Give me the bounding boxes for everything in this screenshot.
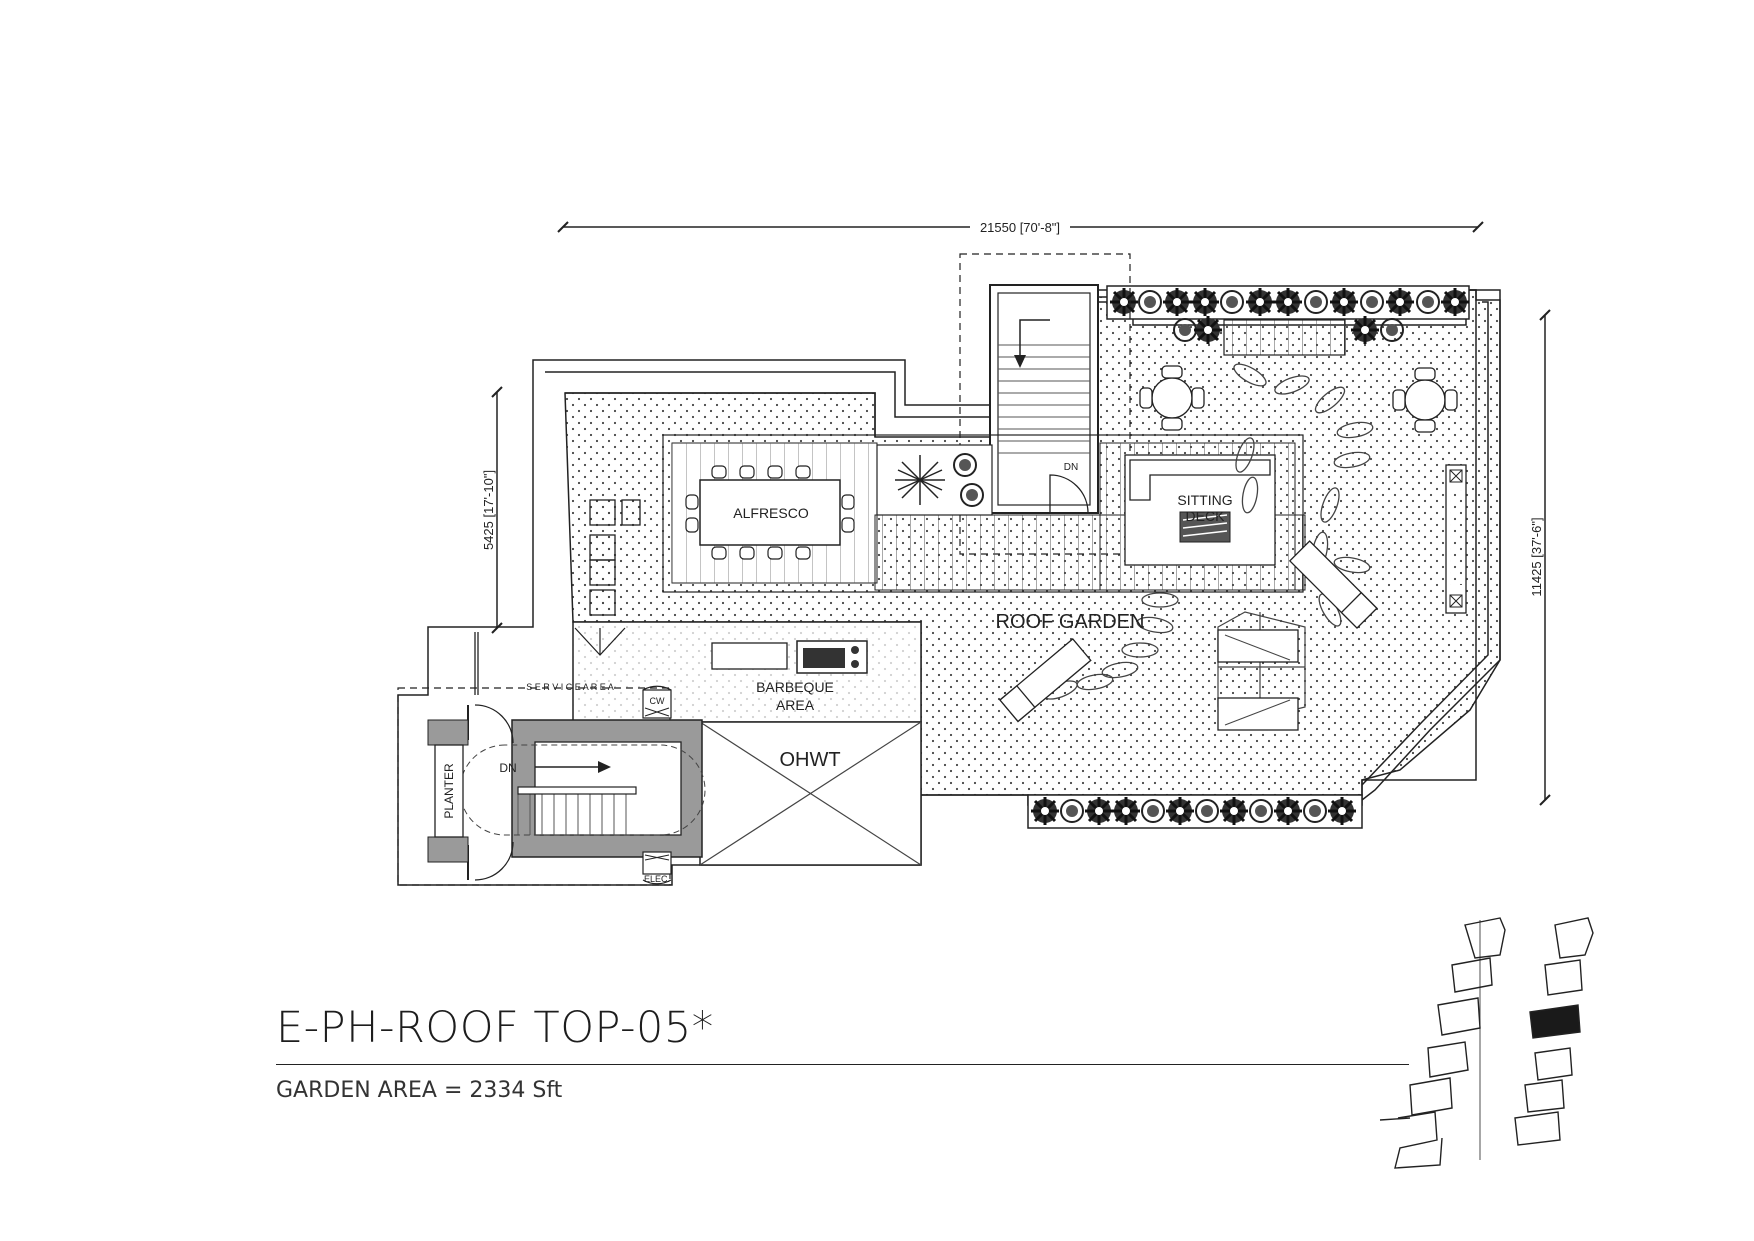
dimension-depth-left-label: 5425 [17'-10"] [481, 470, 496, 550]
center-planter [876, 444, 993, 516]
room-sitting-deck-line1: SITTING [1177, 492, 1232, 508]
room-cw: CW [650, 696, 665, 706]
dimension-depth-right [1539, 309, 1551, 806]
dimension-width [557, 218, 1484, 234]
garden-area-label: GARDEN AREA = 2334 Sft [276, 1078, 563, 1103]
room-sitting-deck-line2: DECK [1186, 508, 1226, 524]
service-area-doors [474, 632, 672, 885]
stair-dn-right: DN [1064, 462, 1078, 473]
left-planter-boxes [589, 499, 641, 616]
room-ohwt: OHWT [779, 749, 840, 771]
stair-dn-left: DN [499, 761, 516, 775]
title-rule [276, 1064, 1409, 1065]
right-angled-wall [1361, 289, 1501, 801]
round-table-right [1392, 367, 1458, 433]
loungers-center [1217, 611, 1306, 731]
barbeque-area [572, 621, 922, 723]
ohwt-tank [699, 721, 922, 866]
bottom-planter [1027, 794, 1363, 829]
room-barbeque-line1: BARBEQUE [756, 679, 834, 695]
lower-stair-core [397, 687, 706, 886]
lounger-right [1288, 540, 1378, 629]
dimension-depth-left [491, 386, 503, 634]
room-elec: ELEC. [644, 874, 670, 884]
plan-title: E-PH-ROOF TOP-05* [276, 1003, 714, 1053]
sitting-deck [1124, 454, 1276, 566]
lounger-left [999, 638, 1092, 723]
round-table-left [1139, 365, 1205, 431]
room-roof-garden: ROOF GARDEN [996, 611, 1145, 633]
room-service-area: S E R V I C E A R E A [526, 682, 614, 692]
right-planter [1445, 464, 1467, 614]
room-alfresco: ALFRESCO [733, 505, 809, 521]
dimension-depth-right-label: 11425 [37'-6"] [1529, 517, 1544, 596]
room-barbeque-line2: AREA [776, 697, 815, 713]
key-plan [1379, 917, 1594, 1169]
top-planter [1106, 285, 1471, 356]
alfresco-table [685, 465, 855, 560]
key-plan-highlighted-unit [1529, 1004, 1581, 1039]
upper-stair-core [959, 253, 1131, 555]
room-planter: PLANTER [442, 763, 456, 819]
dimension-width-label: 21550 [70'-8"] [980, 220, 1060, 235]
